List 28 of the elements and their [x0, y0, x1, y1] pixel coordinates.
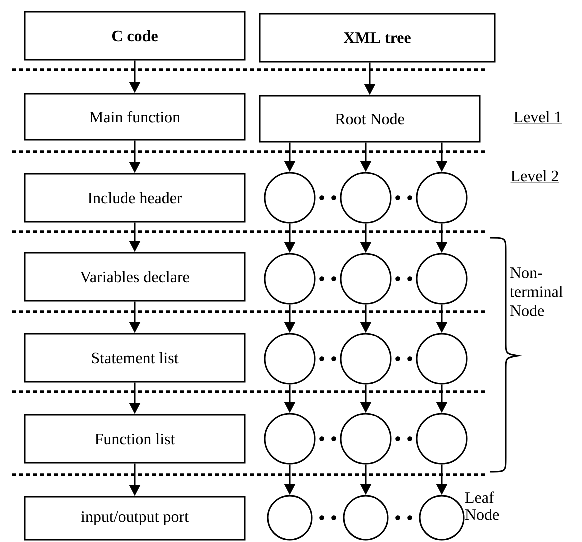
level-label: Level 1 — [514, 111, 562, 124]
process-box: Statement list — [24, 333, 246, 383]
level-label: Level 2 — [510, 170, 560, 184]
tree-node-circle — [340, 172, 392, 224]
tree-node-circle — [340, 253, 392, 305]
tree-node-circle — [264, 333, 316, 385]
process-box: C code — [24, 11, 246, 61]
tree-node-circle — [416, 172, 468, 224]
tree-node-circle — [416, 253, 468, 305]
tree-node-circle — [264, 413, 316, 465]
process-box: Include header — [24, 173, 246, 223]
process-box: Variables declare — [24, 252, 246, 302]
tree-node-circle — [340, 333, 392, 385]
tree-node-circle — [343, 495, 389, 541]
process-box: Function list — [24, 414, 246, 464]
tree-node-circle — [267, 495, 313, 541]
leaf-label: Leaf Node — [465, 492, 500, 520]
tree-node-circle — [264, 172, 316, 224]
process-box: XML tree — [259, 13, 496, 63]
tree-node-circle — [416, 413, 468, 465]
process-box: Main function — [24, 93, 246, 141]
process-box: Root Node — [259, 95, 481, 143]
process-box: input/output port — [24, 496, 246, 541]
tree-node-circle — [264, 253, 316, 305]
tree-node-circle — [416, 333, 468, 385]
tree-node-circle — [419, 495, 465, 541]
tree-node-circle — [340, 413, 392, 465]
brace-label: Non- terminal Node — [510, 268, 563, 316]
